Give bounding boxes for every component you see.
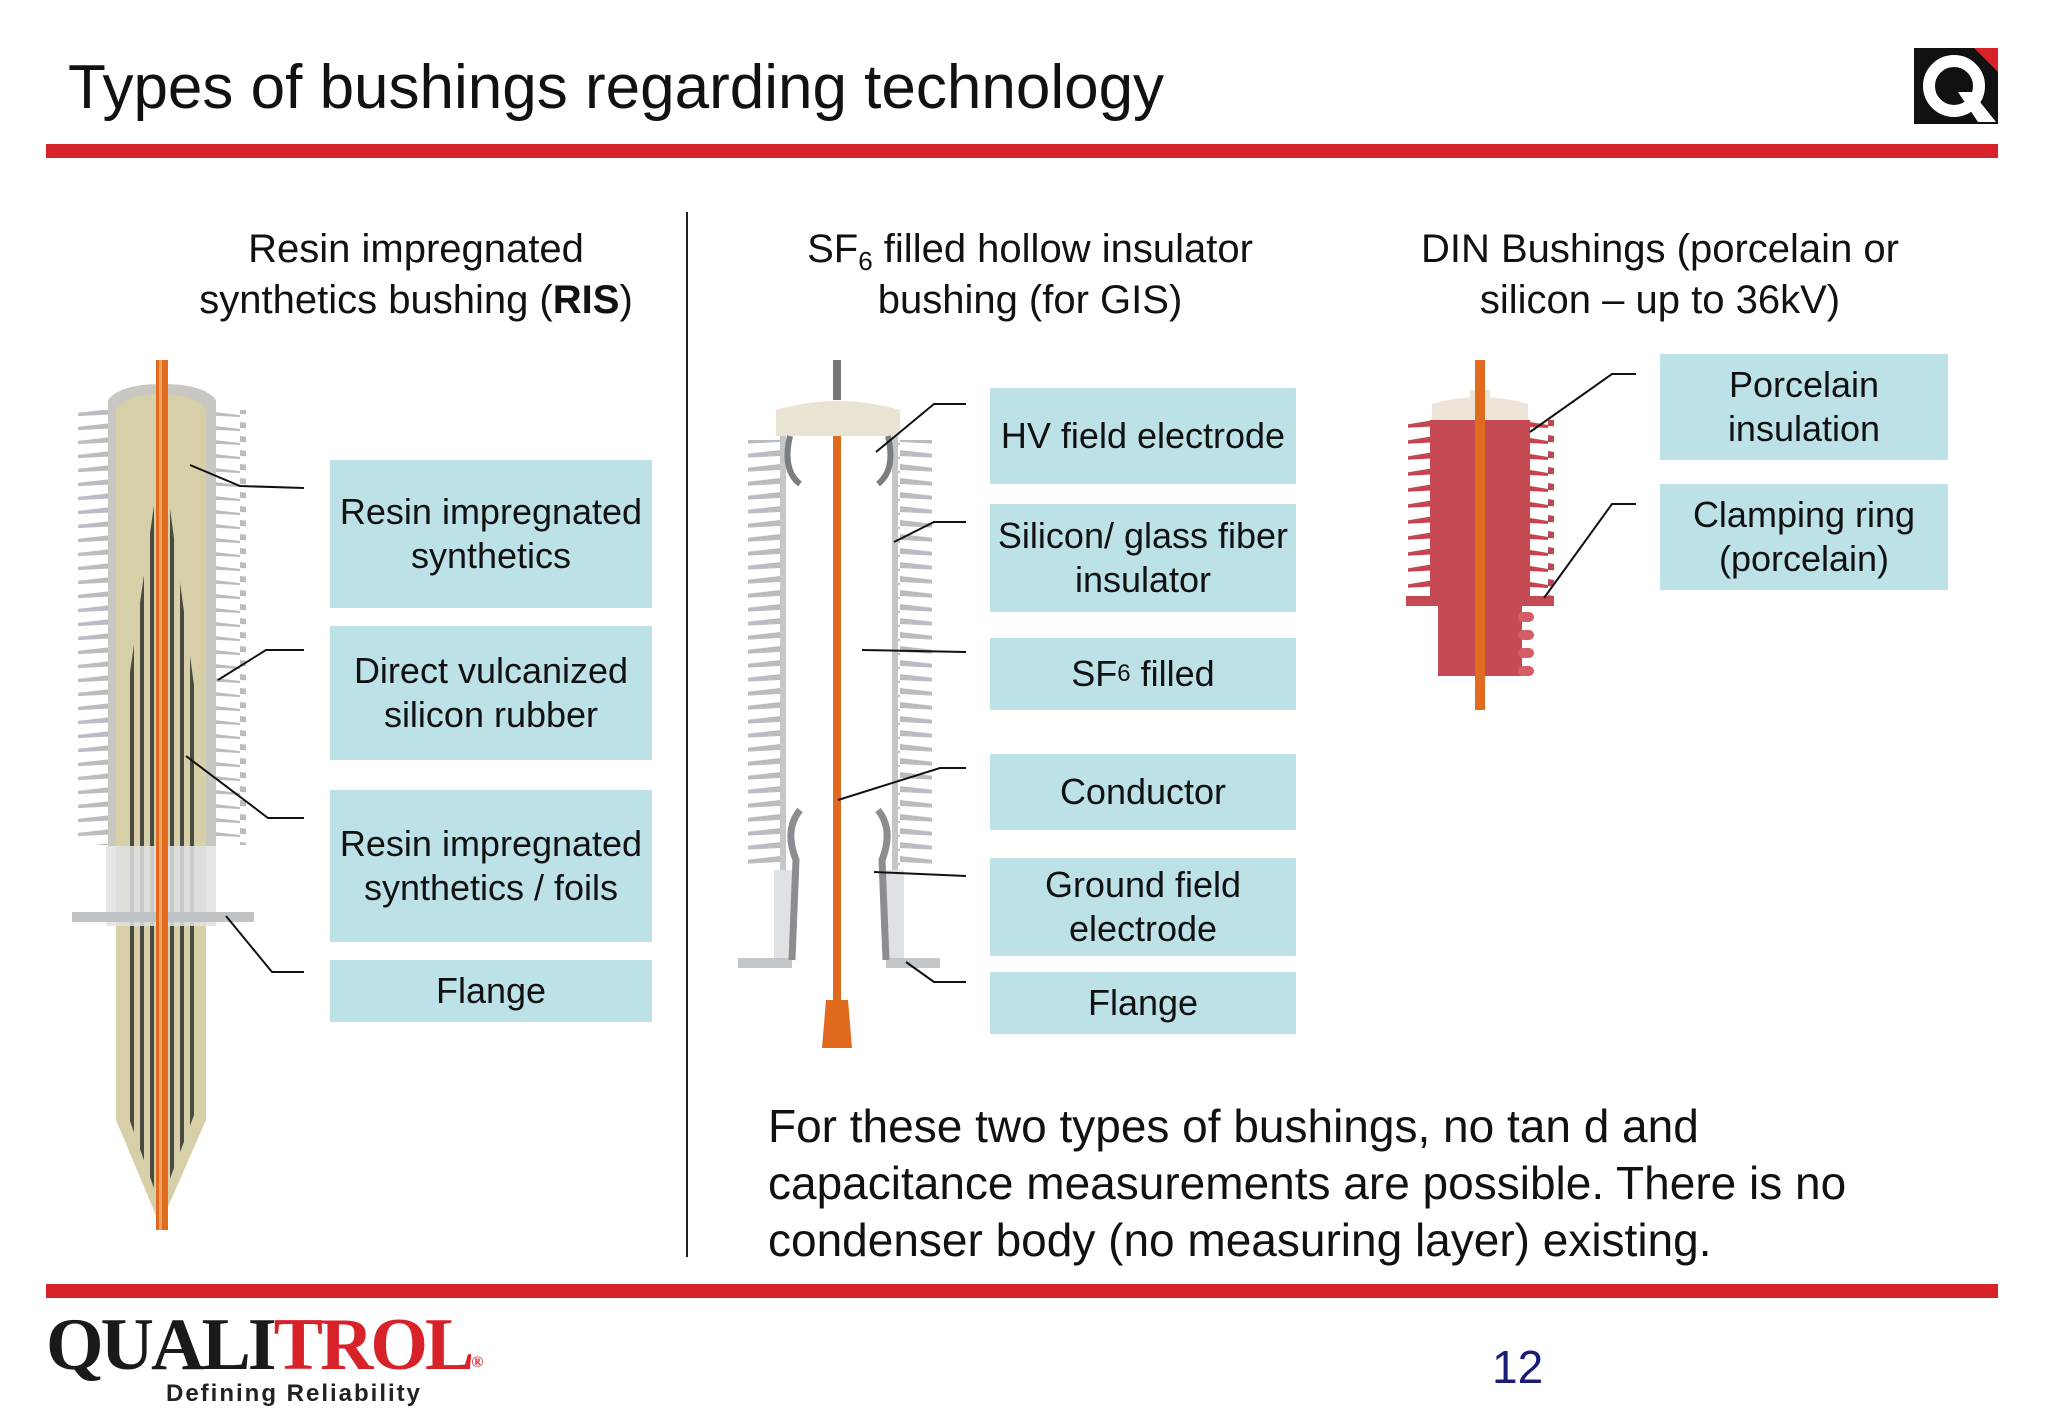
page-number: 12 (1492, 1341, 1544, 1393)
label-resin-impregnated-foils: Resin impregnated synthetics / foils (330, 790, 652, 942)
column-divider (686, 212, 688, 1257)
top-red-rule (46, 144, 1998, 158)
note-text: For these two types of bushings, no tan … (768, 1100, 1847, 1266)
slide-title: Types of bushings regarding technology (68, 53, 1165, 122)
label-ris-flange: Flange (330, 960, 652, 1022)
din-heading: DIN Bushings (porcelain or silicon – up … (1421, 227, 1899, 322)
label-gis-flange: Flange (990, 972, 1296, 1034)
ris-bushing-drawing (72, 360, 305, 1230)
label-conductor: Conductor (990, 754, 1296, 830)
qualitrol-brand: QUALITROL® Defining Reliability (46, 1308, 483, 1407)
label-silicon-glass-fiber-insulator: Silicon/ glass fiber insulator (990, 504, 1296, 612)
brand-name-red: TROL (273, 1304, 475, 1386)
bottom-red-rule (46, 1284, 1998, 1298)
gis-heading: SF6 filled hollow insulator bushing (for… (807, 227, 1253, 322)
label-hv-field-electrode: HV field electrode (990, 388, 1296, 484)
label-clamping-ring: Clamping ring (porcelain) (1660, 484, 1948, 590)
label-resin-impregnated-synthetics: Resin impregnated synthetics (330, 460, 652, 608)
brand-name-black: QUALI (46, 1304, 277, 1386)
label-ground-field-electrode: Ground field electrode (990, 858, 1296, 956)
brand-registered-mark: ® (471, 1354, 483, 1371)
qualitrol-q-logo-icon (1914, 48, 1998, 124)
din-bushing-drawing (1406, 360, 1636, 710)
ris-heading: Resin impregnated synthetics bushing (RI… (199, 227, 633, 322)
gis-bushing-drawing (738, 360, 967, 1048)
brand-tagline: Defining Reliability (166, 1380, 423, 1407)
label-porcelain-insulation: Porcelain insulation (1660, 354, 1948, 460)
label-direct-vulcanized-silicon-rubber: Direct vulcanized silicon rubber (330, 626, 652, 760)
